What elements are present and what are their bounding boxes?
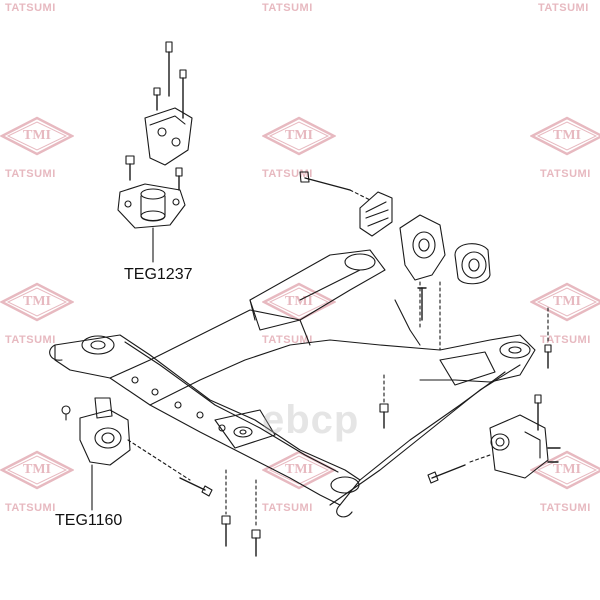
watermark-logo-text: TMI [553, 462, 581, 477]
watermark-logo: TMI [0, 116, 75, 156]
watermark-logo-text: TMI [553, 294, 581, 309]
watermark-logo: TMI [529, 282, 600, 322]
watermark-logo-text: TMI [23, 462, 51, 477]
loose-bolts [221, 307, 552, 557]
watermark-brand-text: TATSUMI [262, 2, 313, 14]
watermark-brand-text: TATSUMI [540, 334, 591, 346]
watermark-brand-text: TATSUMI [5, 2, 56, 14]
watermark-brand-text: TATSUMI [5, 502, 56, 514]
label-lower-mount: TEG1160 [55, 512, 123, 529]
upper-engine-mount [117, 41, 193, 263]
watermark-brand-text: TATSUMI [538, 2, 589, 14]
watermark-logo: TMI [0, 450, 75, 490]
watermark-logo-text: TMI [285, 294, 313, 309]
watermark-logo-text: TMI [23, 128, 51, 143]
watermark-logo-text: TMI [285, 128, 313, 143]
watermark-brand-text: TATSUMI [540, 502, 591, 514]
overlay-watermark-text: ebcp [262, 398, 360, 442]
watermark-logo: TMI [529, 450, 600, 490]
label-upper-mount: TEG1237 [124, 266, 193, 283]
watermark-brand-text: TATSUMI [5, 334, 56, 346]
watermark-logo: TMI [529, 116, 600, 156]
watermark-brand-text: TATSUMI [262, 502, 313, 514]
watermark-brand-text: TATSUMI [5, 168, 56, 180]
lower-engine-mount [61, 397, 213, 511]
watermark-logo: TMI [261, 282, 337, 322]
watermark-brand-text: TATSUMI [540, 168, 591, 180]
watermark-logo: TMI [261, 116, 337, 156]
watermark-logo-text: TMI [553, 128, 581, 143]
watermark-brand-text: TATSUMI [262, 168, 313, 180]
subframe [49, 249, 536, 518]
watermark-logo-text: TMI [23, 294, 51, 309]
watermark-logo-text: TMI [285, 462, 313, 477]
rear-mount-bracket [299, 171, 491, 351]
watermark-logo: TMI [0, 282, 75, 322]
transmission-mount [427, 394, 561, 484]
watermark-brand-text: TATSUMI [262, 334, 313, 346]
